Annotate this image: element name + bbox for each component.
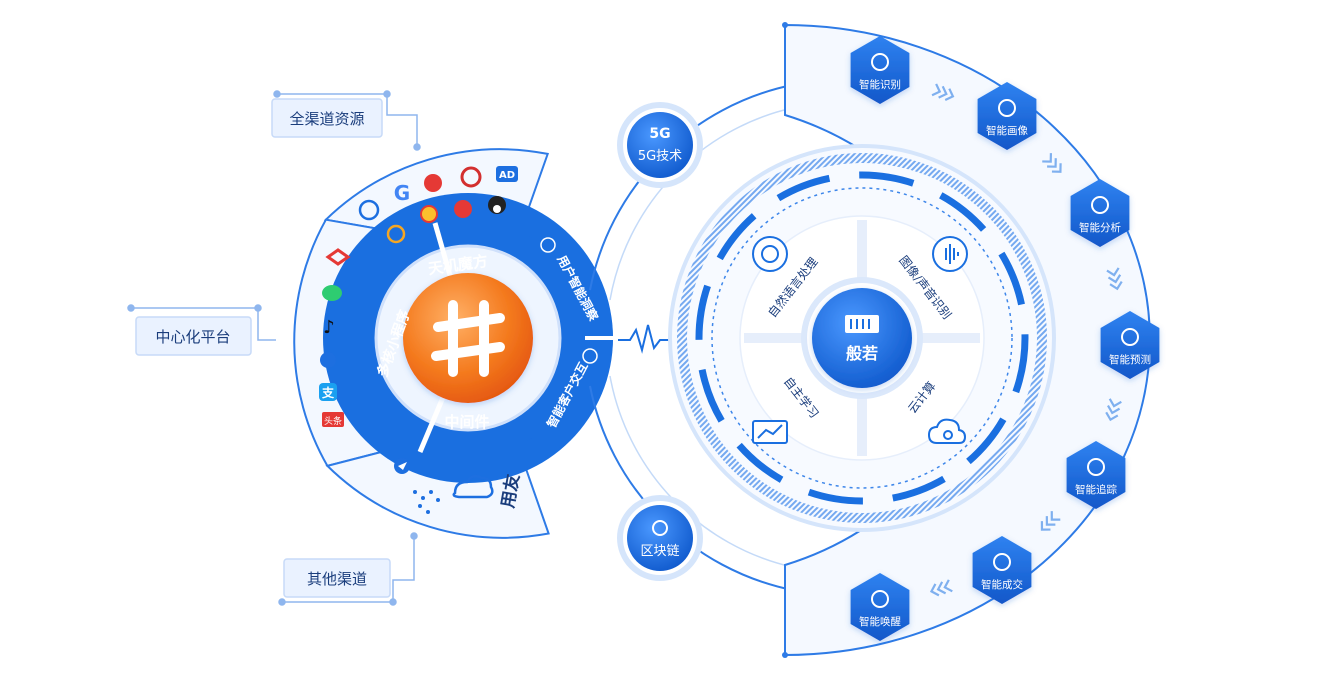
core-node[interactable]: 般若 [801, 277, 923, 399]
interact-icon [582, 348, 598, 364]
step-label: 智能追踪 [1075, 483, 1117, 496]
toutiao-icon [322, 412, 344, 427]
step-node[interactable]: 智能追踪 [1066, 441, 1126, 509]
atom-icon [540, 237, 556, 253]
fiveg-node[interactable]: 5G 5G技术 [617, 102, 703, 188]
label-connectors [127, 90, 421, 606]
diamond-app-icon [325, 248, 351, 266]
step-node[interactable]: 智能成交 [972, 536, 1032, 604]
heartbeat-connector [618, 324, 682, 354]
step-node[interactable]: 智能预测 [1100, 311, 1160, 379]
blockchain-label: 区块链 [640, 544, 679, 559]
analysis-chart-icon [1091, 196, 1109, 214]
center-platform-label: 中心化平台 [155, 328, 230, 346]
step-label: 智能成交 [981, 578, 1023, 591]
chevron-arrow-icon [931, 83, 955, 101]
lightbulb-icon [871, 590, 889, 608]
fiveg-label: 5G技术 [638, 149, 682, 164]
chevron-arrow-icon [1105, 398, 1122, 422]
middleware-label: 中间件 [444, 413, 489, 431]
tiktok-icon: ♪ [323, 317, 335, 338]
all-channel-label: 全渠道资源 [289, 110, 364, 128]
hash-logo-icon [431, 300, 505, 377]
step-node[interactable]: 智能画像 [977, 82, 1037, 150]
step-node[interactable]: 智能识别 [850, 36, 910, 104]
wechat-icon [322, 285, 342, 301]
weibo-icon [454, 200, 472, 218]
chevron-arrow-icon [1040, 511, 1061, 531]
chevron-arrow-icon [1042, 153, 1062, 173]
blockchain-node[interactable]: 区块链 [617, 495, 703, 581]
step-label: 智能分析 [1079, 221, 1121, 234]
left-hub: 天机魔方 多核小程序 中间件 [293, 148, 613, 539]
ad-badge-icon [496, 166, 518, 182]
orange-logo-circle [403, 273, 533, 403]
red-app-icon [424, 174, 442, 192]
infinity-app-icon [320, 352, 336, 368]
step-label: 智能预测 [1109, 353, 1151, 366]
user-portrait-icon [998, 99, 1016, 117]
platform-icons: ♪ 支 头条 [319, 248, 351, 427]
chevron-arrow-icon [1106, 267, 1123, 291]
ad-badge-text: AD [499, 170, 515, 181]
toutiao-text: 头条 [324, 415, 342, 427]
search-app-icon [386, 224, 406, 244]
core-label: 般若 [846, 344, 878, 363]
baidu-paw-icon [358, 199, 380, 221]
dots-cloud-icon [413, 490, 440, 514]
alipay-icon [319, 383, 337, 401]
alipay-char: 支 [321, 385, 335, 400]
sogou-icon [420, 205, 438, 223]
target-tracking-icon [1087, 458, 1105, 476]
blockchain-icon [652, 520, 668, 536]
handshake-heart-icon [993, 553, 1011, 571]
fiveg-badge: 5G [649, 126, 670, 142]
google-icon: G [394, 181, 410, 205]
step-label: 智能识别 [859, 78, 901, 91]
other-channels-box[interactable]: 其他渠道 [283, 558, 391, 598]
all-channel-box[interactable]: 全渠道资源 [271, 98, 383, 138]
brain-cycle-icon [752, 236, 788, 272]
step-label: 智能画像 [986, 124, 1028, 137]
chevrons-layer [929, 83, 1123, 597]
step-node[interactable]: 智能分析 [1070, 179, 1130, 247]
face-scan-icon [871, 53, 889, 71]
step-label: 智能唤醒 [859, 615, 901, 628]
all-channel-icons: G AD [358, 166, 518, 244]
chevron-arrow-icon [929, 579, 953, 597]
cloud-icon [452, 474, 494, 499]
weibo-swirl-icon [460, 166, 482, 188]
center-platform-box[interactable]: 中心化平台 [135, 316, 252, 356]
prediction-icon [1121, 328, 1139, 346]
other-channels-label: 其他渠道 [307, 570, 367, 588]
step-node[interactable]: 智能唤醒 [850, 573, 910, 641]
